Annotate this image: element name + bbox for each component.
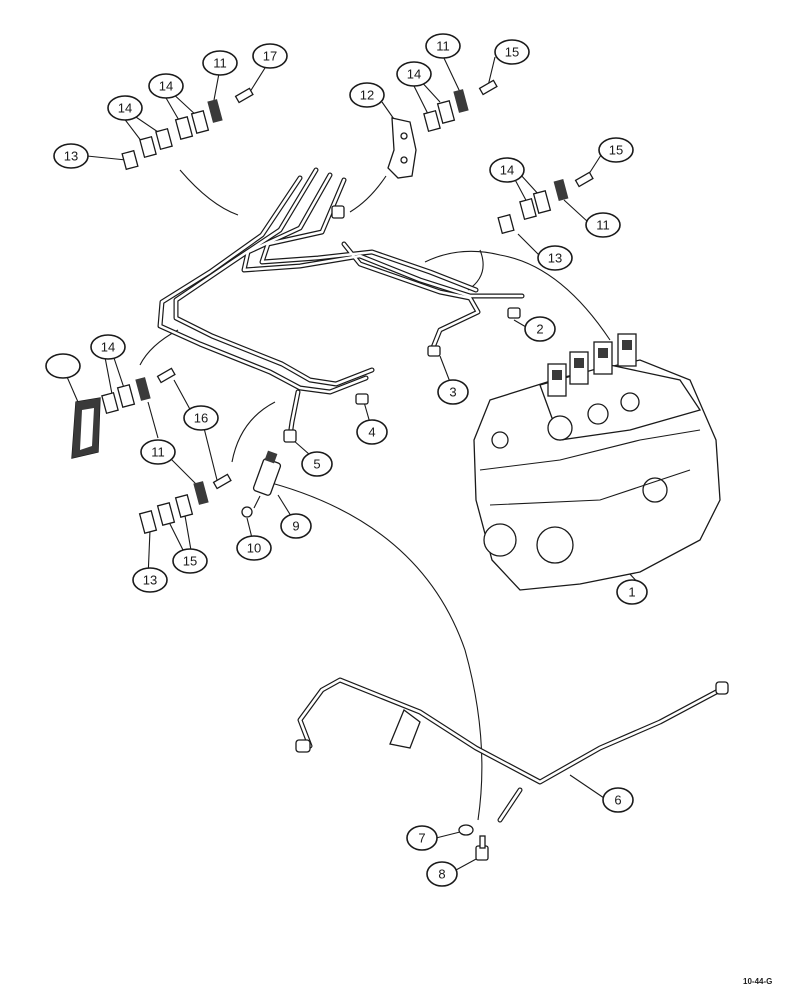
svg-text:11: 11 [213,56,227,71]
leak-off-line [295,677,729,823]
callout-13-top-left: 13 [53,143,89,169]
callout-15-top-right: 15 [494,39,530,65]
callout-11-left: 11 [140,439,176,465]
callout-11-top-left: 11 [202,50,238,76]
svg-text:5: 5 [313,457,320,472]
callout-6: 6 [602,787,634,813]
injection-pipe-harness [157,167,525,443]
svg-text:9: 9 [292,519,299,534]
svg-text:12: 12 [360,88,374,103]
svg-text:13: 13 [64,149,78,164]
svg-text:14: 14 [101,340,115,355]
svg-text:3: 3 [449,385,456,400]
callout-17 [45,353,81,379]
callout-12: 12 [349,82,385,108]
svg-text:11: 11 [596,218,610,233]
svg-text:15: 15 [505,45,519,60]
clamp-group-top-left [121,87,254,171]
drawing-id: 10-44-G [743,977,772,986]
assembly-arcs [139,169,611,821]
svg-text:8: 8 [438,867,445,882]
callout-15-left: 16 [183,405,219,431]
svg-text:13: 13 [548,251,562,266]
svg-text:10: 10 [247,541,261,556]
clamp-group-bottom-left [138,473,232,535]
svg-text:16: 16 [194,411,208,426]
banjo-washer [458,824,474,836]
svg-text:14: 14 [118,101,132,116]
callout-3: 3 [437,379,469,405]
svg-text:17: 17 [263,49,277,64]
banjo-bolt [475,835,489,861]
svg-text:7: 7 [418,831,425,846]
svg-text:14: 14 [500,163,514,178]
svg-text:15: 15 [609,143,623,158]
callout-14-left: 14 [90,334,126,360]
callout-14-bottom-left: 15 [172,548,208,574]
sealing-washer [241,506,253,518]
svg-text:14: 14 [407,67,421,82]
callout-5: 5 [301,451,333,477]
callout-16: 17 [252,43,288,69]
callout-9: 9 [280,513,312,539]
callout-13-right: 13 [537,245,573,271]
svg-text:11: 11 [151,445,165,460]
callout-14-top-middle: 14 [148,73,184,99]
callout-11-top-right: 11 [425,33,461,59]
callout-11-right: 11 [585,212,621,238]
fuel-injection-pump [473,333,721,591]
svg-text:4: 4 [368,425,375,440]
callout-10: 10 [236,535,272,561]
clamp-group-left [101,367,176,415]
clamp-group-top-right [423,79,498,133]
svg-text:6: 6 [614,793,621,808]
callout-15-right: 15 [598,137,634,163]
callout-7: 7 [406,825,438,851]
callout-4: 4 [356,419,388,445]
callout-14-top-right: 14 [396,61,432,87]
callout-2: 2 [524,316,556,342]
callout-8: 8 [426,861,458,887]
svg-text:15: 15 [183,554,197,569]
svg-text:2: 2 [536,322,543,337]
svg-text:11: 11 [436,39,450,54]
callout-14-right: 14 [489,157,525,183]
svg-text:14: 14 [159,79,173,94]
leader-lines [63,55,644,871]
svg-text:1: 1 [628,585,635,600]
callout-13-bottom-left: 13 [132,567,168,593]
svg-text:13: 13 [143,573,157,588]
clamp-group-right [497,171,594,235]
injector-nozzle [252,450,282,509]
mounting-bracket [387,117,417,179]
callout-1: 1 [616,579,648,605]
callout-14-top-left: 14 [107,95,143,121]
